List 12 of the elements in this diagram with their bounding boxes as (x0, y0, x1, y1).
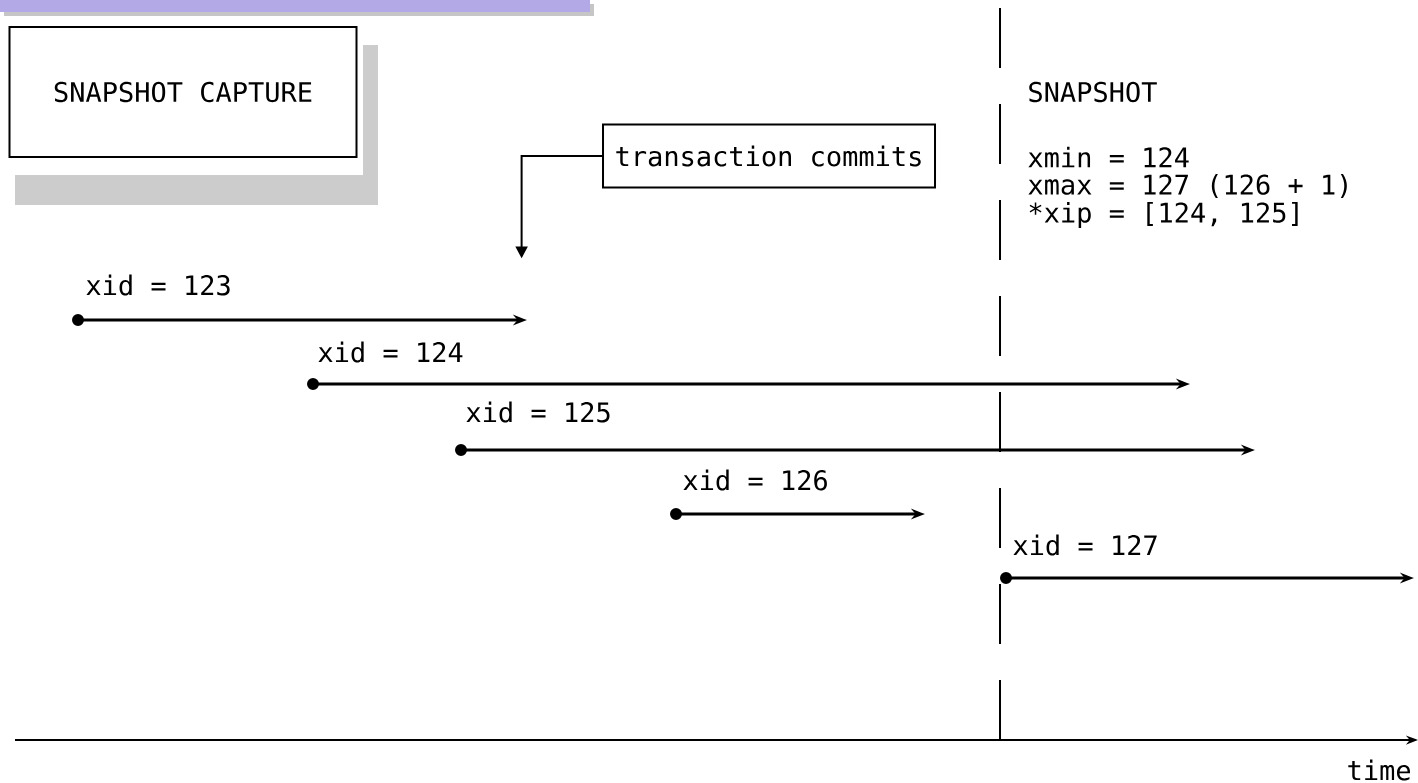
text-label: xmax = 127 (126 + 1) (1028, 174, 1347, 199)
snapshot-box: SNAPSHOT CAPTURE (8, 26, 358, 158)
node-label: xid = 126 (683, 469, 827, 491)
node-label: xid = 124 (318, 341, 463, 363)
node-label: xid = 125 (466, 401, 610, 423)
axis-label: time (1348, 759, 1410, 781)
text-label: *xip = [124, 125] (1029, 201, 1298, 229)
node-label: xid = 123 (86, 274, 230, 296)
callout-box: transaction commits (602, 123, 936, 189)
snapshot-heading: SNAPSHOT (1029, 81, 1157, 103)
node-label: xid = 127 (1013, 534, 1157, 556)
text-label: xmin = 124 (1028, 146, 1189, 168)
